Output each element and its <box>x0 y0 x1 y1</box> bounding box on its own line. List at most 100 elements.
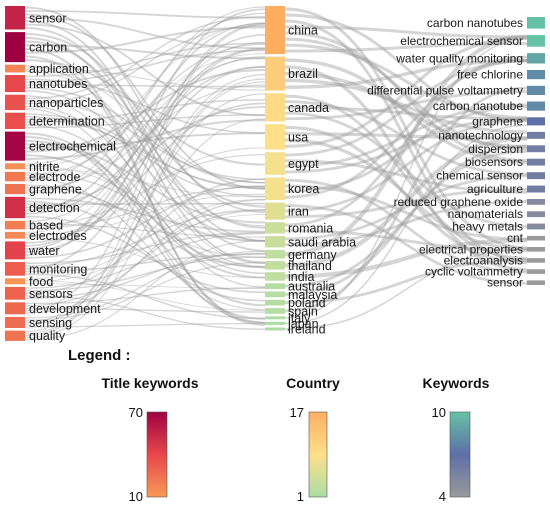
link-country-keyword <box>284 105 528 121</box>
link-title-country <box>24 84 266 190</box>
link-title-country <box>24 81 266 337</box>
country-node-germany[interactable]: germany <box>265 248 337 262</box>
title-keyword-node-electrodes[interactable]: electrodes <box>5 229 87 243</box>
link-country-keyword <box>284 19 528 263</box>
country-node-australia[interactable]: australia <box>265 280 335 294</box>
link-country-keyword <box>284 159 528 194</box>
keyword-node-water-quality-monitoring[interactable]: water quality monitoring <box>395 51 545 65</box>
keyword-node-reduced-graphene-oxide[interactable]: reduced graphene oxide <box>394 195 545 209</box>
keyword-label: reduced graphene oxide <box>394 195 524 209</box>
country-node-romania[interactable]: romania <box>265 221 333 235</box>
keyword-node-sensor[interactable]: sensor <box>487 276 545 290</box>
keyword-node-differential-pulse-voltammetry[interactable]: differential pulse voltammetry <box>367 83 545 97</box>
country-label: thailand <box>288 259 332 273</box>
link-title-country <box>24 280 266 311</box>
country-label: iran <box>288 205 309 219</box>
title-keyword-node-electrochemical[interactable]: electrochemical <box>5 131 116 161</box>
country-node-egypt[interactable]: egypt <box>265 152 319 175</box>
keyword-node-carbon-nanotubes[interactable]: carbon nanotubes <box>427 16 545 30</box>
title-keyword-node-carbon[interactable]: carbon <box>5 32 67 63</box>
link-title-country <box>24 139 266 279</box>
link-title-country <box>24 34 266 256</box>
title-keyword-bar <box>5 278 25 285</box>
country-node-brazil[interactable]: brazil <box>265 56 318 91</box>
country-node-spain[interactable]: spain <box>265 304 318 318</box>
country-label: australia <box>288 280 335 294</box>
country-node-usa[interactable]: usa <box>265 124 308 150</box>
keyword-node-electrochemical-sensor[interactable]: electrochemical sensor <box>400 34 545 48</box>
title-keyword-node-nanoparticles[interactable]: nanoparticles <box>5 94 103 111</box>
link-title-country <box>24 47 266 326</box>
country-node-japan[interactable]: japan <box>265 317 319 331</box>
keyword-node-graphene[interactable]: graphene <box>472 114 545 128</box>
keyword-node-carbon-nanotube[interactable]: carbon nanotube <box>433 99 545 113</box>
link-title-country <box>24 119 266 160</box>
keyword-node-cyclic-voltammetry[interactable]: cyclic voltammetry <box>425 265 545 279</box>
keyword-node-free-chlorine[interactable]: free chlorine <box>457 68 545 82</box>
keyword-node-chemical-sensor[interactable]: chemical sensor <box>436 169 545 183</box>
link-title-country <box>24 295 266 330</box>
keyword-node-nanomaterials[interactable]: nanomaterials <box>448 207 545 221</box>
keyword-node-heavy-metals[interactable]: heavy metals <box>452 220 545 234</box>
title-keyword-node-based[interactable]: based <box>5 219 63 233</box>
link-country-keyword <box>284 86 528 313</box>
country-label: canada <box>288 101 329 115</box>
keyword-node-nanotechnology[interactable]: nanotechnology <box>438 128 545 142</box>
title-keyword-node-electrode[interactable]: electrode <box>5 170 80 184</box>
link-title-country <box>24 214 266 283</box>
country-node-malaysia[interactable]: malaysia <box>265 288 337 302</box>
keyword-node-agriculture[interactable]: agriculture <box>467 182 545 196</box>
title-keyword-label: monitoring <box>29 262 87 276</box>
country-node-ireland[interactable]: ireland <box>265 323 326 337</box>
keyword-node-biosensors[interactable]: biosensors <box>465 155 545 169</box>
link-title-country <box>24 147 266 237</box>
country-node-korea[interactable]: korea <box>265 177 319 200</box>
link-title-country <box>24 44 266 60</box>
legend-keywords-title: Keywords <box>423 375 490 391</box>
title-keyword-node-sensor[interactable]: sensor <box>5 6 67 30</box>
keyword-bar <box>527 235 545 241</box>
country-bar <box>265 177 285 200</box>
keyword-node-electrical-properties[interactable]: electrical properties <box>419 242 545 256</box>
title-keyword-node-nanotubes[interactable]: nanotubes <box>5 75 87 93</box>
keyword-node-electroanalysis[interactable]: electroanalysis <box>444 253 545 267</box>
title-keyword-node-sensors[interactable]: sensors <box>5 287 73 301</box>
country-node-poland[interactable]: poland <box>265 296 326 310</box>
title-keyword-node-water[interactable]: water <box>5 241 60 260</box>
title-keyword-node-nitrite[interactable]: nitrite <box>5 160 60 174</box>
country-node-thailand[interactable]: thailand <box>265 259 332 273</box>
link-title-country <box>24 95 266 288</box>
keyword-node-dispersion[interactable]: dispersion <box>468 142 545 156</box>
country-node-india[interactable]: india <box>265 270 314 284</box>
country-node-italy[interactable]: italy <box>265 311 311 325</box>
keyword-label: chemical sensor <box>436 169 523 183</box>
country-node-iran[interactable]: iran <box>265 202 309 220</box>
link-title-country <box>24 202 266 206</box>
legend-keywords-colorbar <box>449 411 471 498</box>
link-title-country <box>24 237 266 279</box>
link-title-country <box>24 287 266 305</box>
title-keyword-node-application[interactable]: application <box>5 62 89 76</box>
title-keyword-node-determination[interactable]: determination <box>5 112 105 129</box>
link-title-country <box>24 250 266 319</box>
link-title-country <box>24 209 266 267</box>
title-keyword-node-graphene[interactable]: graphene <box>5 183 82 197</box>
link-title-country <box>24 67 266 91</box>
link-title-country <box>24 49 266 83</box>
country-node-saudi-arabia[interactable]: saudi arabia <box>265 235 356 249</box>
country-node-china[interactable]: china <box>265 6 318 55</box>
title-keyword-node-detection[interactable]: detection <box>5 196 80 219</box>
keyword-node-cnt[interactable]: cnt <box>507 231 545 245</box>
keyword-label: carbon nanotube <box>433 99 523 113</box>
link-title-country <box>24 70 266 227</box>
title-keyword-node-quality[interactable]: quality <box>5 329 66 343</box>
legend-heading: Legend : <box>68 347 131 364</box>
title-keyword-label: detection <box>29 201 80 215</box>
title-keyword-node-food[interactable]: food <box>5 275 53 289</box>
link-country-keyword <box>284 238 528 279</box>
title-keyword-node-sensing[interactable]: sensing <box>5 316 72 330</box>
title-keyword-node-monitoring[interactable]: monitoring <box>5 262 87 276</box>
country-label: china <box>288 24 318 38</box>
title-keyword-node-development[interactable]: development <box>5 302 101 316</box>
country-node-canada[interactable]: canada <box>265 93 329 122</box>
